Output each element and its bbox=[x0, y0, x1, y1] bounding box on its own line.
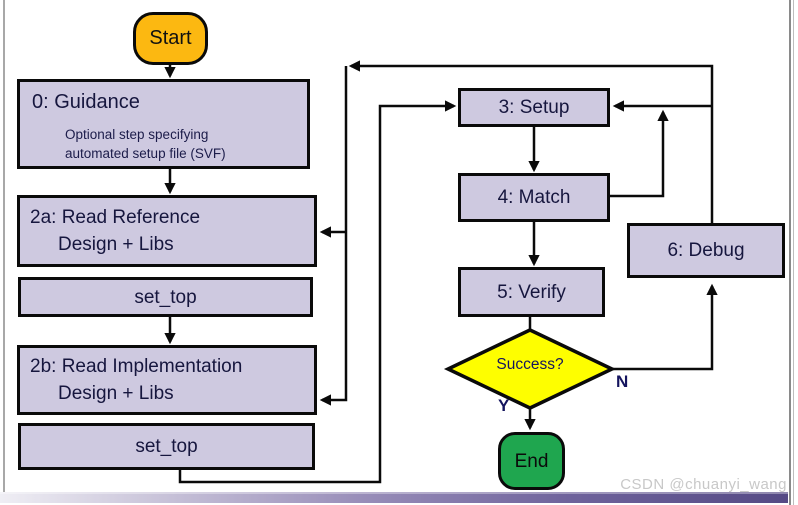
branch-label-yes: Y bbox=[498, 396, 510, 415]
connector-loop-to-2b bbox=[319, 66, 348, 406]
node-read-implementation-line2: Design + Libs bbox=[58, 383, 174, 404]
frame-left-border bbox=[3, 0, 5, 492]
node-start-label: Start bbox=[149, 27, 192, 49]
node-set-top-1: set_top bbox=[18, 277, 313, 317]
frame-right-border-outer bbox=[789, 0, 791, 505]
node-start: Start bbox=[133, 12, 208, 65]
node-verify-label: 5: Verify bbox=[497, 281, 566, 303]
node-read-reference: 2a: Read Reference Design + Libs bbox=[17, 195, 317, 267]
node-guidance-title: 0: Guidance bbox=[32, 91, 140, 113]
watermark-text: CSDN @chuanyi_wang bbox=[620, 476, 787, 493]
decision-success-label: Success? bbox=[496, 356, 564, 373]
connector-decision-no-to-debug bbox=[612, 283, 718, 371]
node-read-reference-line2: Design + Libs bbox=[58, 234, 174, 255]
node-setup-label: 3: Setup bbox=[498, 97, 570, 118]
node-guidance: 0: Guidance Optional step specifying aut… bbox=[17, 79, 310, 169]
node-end: End bbox=[498, 432, 565, 490]
node-read-implementation: 2b: Read Implementation Design + Libs bbox=[17, 345, 317, 415]
node-set-top-2: set_top bbox=[18, 423, 315, 470]
node-set-top-1-label: set_top bbox=[134, 286, 197, 308]
connector-debug-to-top-loop bbox=[348, 60, 714, 223]
node-setup: 3: Setup bbox=[458, 88, 610, 127]
connector-match-loop-up bbox=[610, 109, 669, 198]
node-verify: 5: Verify bbox=[458, 267, 605, 317]
node-guidance-desc-line1: Optional step specifying bbox=[65, 127, 209, 142]
node-debug: 6: Debug bbox=[627, 223, 785, 278]
node-end-label: End bbox=[514, 450, 549, 472]
bottom-gradient-bar bbox=[0, 492, 788, 503]
frame-right-border-inner bbox=[793, 0, 794, 505]
node-match: 4: Match bbox=[458, 173, 610, 222]
node-set-top-2-label: set_top bbox=[135, 436, 198, 457]
node-read-reference-line1: 2a: Read Reference bbox=[30, 207, 201, 228]
node-read-implementation-line1: 2b: Read Implementation bbox=[30, 356, 243, 377]
node-debug-label: 6: Debug bbox=[667, 240, 745, 261]
connector-settop2-to-setup bbox=[178, 100, 457, 484]
decision-diamond bbox=[443, 328, 617, 410]
node-match-label: 4: Match bbox=[497, 187, 571, 208]
node-guidance-desc-line2: automated setup file (SVF) bbox=[65, 146, 226, 161]
branch-label-no: N bbox=[616, 372, 629, 391]
node-guidance-description: Optional step specifying automated setup… bbox=[65, 125, 307, 163]
